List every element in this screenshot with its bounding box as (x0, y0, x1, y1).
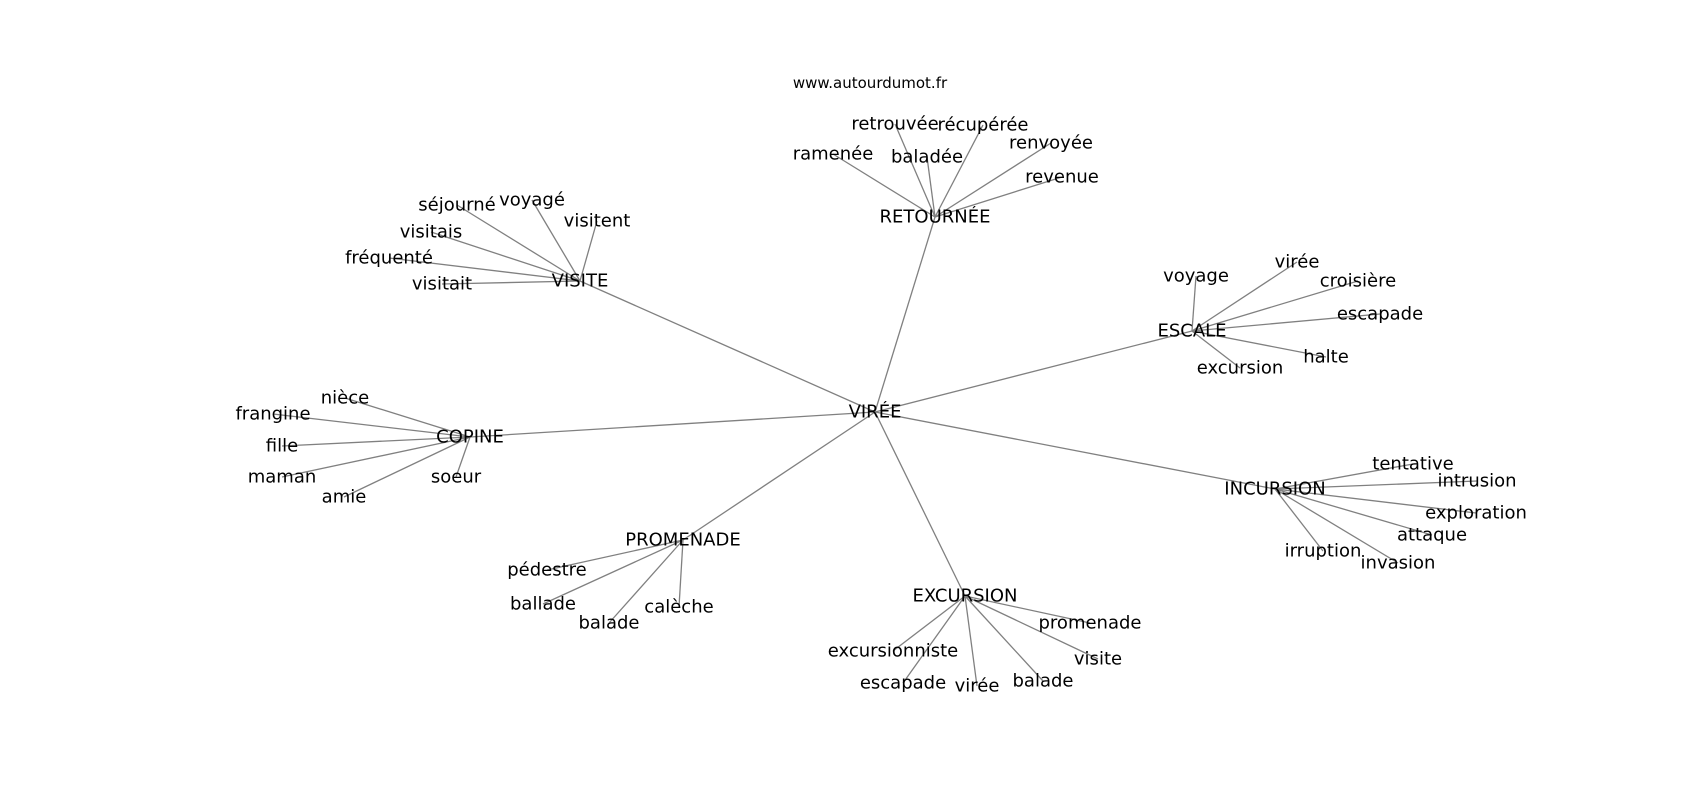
edge-copine-4 (343, 436, 471, 498)
leaf-node-copine-4[interactable]: amie (322, 487, 367, 508)
leaf-node-incursion-5[interactable]: irruption (1285, 541, 1362, 562)
leaf-node-copine-1[interactable]: frangine (235, 404, 310, 425)
edge-copine-5 (455, 436, 471, 478)
edge-center-visite (579, 280, 876, 413)
edges-layer (272, 123, 1478, 687)
edge-retournee-4 (934, 142, 1052, 218)
edge-excursion-3 (964, 595, 978, 687)
edge-visite-3 (430, 231, 581, 282)
leaf-node-incursion-2[interactable]: exploration (1425, 503, 1527, 524)
leaf-node-retournee-4[interactable]: renvoyée (1009, 133, 1093, 154)
edge-escale-0 (1191, 275, 1197, 332)
leaf-node-escale-4[interactable]: halte (1303, 347, 1349, 368)
leaf-node-escale-3[interactable]: escapade (1337, 304, 1423, 325)
leaf-node-copine-2[interactable]: fille (266, 436, 298, 457)
edge-escale-3 (1191, 313, 1381, 332)
edge-excursion-0 (964, 595, 1091, 624)
edge-escale-1 (1191, 261, 1298, 332)
edge-excursion-4 (902, 595, 966, 684)
leaf-node-escale-1[interactable]: virée (1275, 252, 1320, 273)
leaf-node-visite-0[interactable]: séjourné (418, 195, 495, 216)
hub-node-copine[interactable]: COPINE (436, 427, 504, 448)
leaf-node-copine-3[interactable]: maman (248, 467, 317, 488)
edge-center-promenade (682, 411, 876, 541)
leaf-node-excursion-1[interactable]: visite (1074, 649, 1122, 670)
leaf-node-retournee-2[interactable]: baladée (891, 147, 963, 168)
leaf-node-incursion-4[interactable]: invasion (1361, 553, 1436, 574)
hub-node-escale[interactable]: ESCALE (1157, 321, 1226, 342)
leaf-node-promenade-0[interactable]: pédestre (507, 560, 587, 581)
labels-layer: VIRÉE RETOURNÉE ramenée retrouvée baladée réc… (235, 114, 1526, 697)
leaf-node-escale-0[interactable]: voyage (1163, 266, 1229, 287)
edge-excursion-1 (964, 595, 1099, 660)
edge-retournee-3 (934, 124, 984, 218)
leaf-node-escale-5[interactable]: excursion (1197, 358, 1284, 379)
leaf-node-visite-4[interactable]: fréquenté (345, 248, 433, 269)
hub-node-visite[interactable]: VISITE (552, 271, 609, 292)
hub-node-excursion[interactable]: EXCURSION (912, 586, 1017, 607)
leaf-node-excursion-3[interactable]: virée (955, 676, 1000, 697)
edge-retournee-2 (926, 156, 936, 218)
leaf-node-excursion-4[interactable]: escapade (860, 673, 946, 694)
leaf-node-copine-0[interactable]: nièce (321, 388, 369, 409)
edge-copine-1 (272, 413, 471, 438)
edge-excursion-2 (964, 595, 1044, 682)
edge-escale-5 (1191, 330, 1241, 369)
edge-visite-1 (531, 199, 581, 282)
center-node-viree[interactable]: VIRÉE (849, 401, 902, 423)
edge-visite-5 (441, 280, 581, 285)
edge-promenade-1 (542, 539, 684, 605)
edge-copine-2 (281, 436, 471, 447)
leaf-node-visite-1[interactable]: voyagé (499, 190, 565, 211)
leaf-node-visite-2[interactable]: visitent (564, 211, 631, 232)
leaf-node-visite-3[interactable]: visitais (400, 222, 463, 243)
edge-visite-4 (388, 257, 581, 282)
leaf-node-retournee-5[interactable]: revenue (1025, 167, 1099, 188)
leaf-node-incursion-0[interactable]: tentative (1372, 454, 1453, 475)
leaf-node-promenade-3[interactable]: calèche (644, 597, 713, 618)
leaf-node-excursion-0[interactable]: promenade (1039, 613, 1142, 634)
leaf-node-copine-5[interactable]: soeur (431, 467, 482, 488)
edge-promenade-0 (546, 539, 684, 571)
hub-node-incursion[interactable]: INCURSION (1224, 479, 1325, 500)
edge-retournee-0 (832, 153, 936, 218)
edge-incursion-1 (1274, 480, 1478, 490)
edge-copine-3 (281, 436, 471, 478)
leaf-node-promenade-2[interactable]: balade (579, 613, 640, 634)
leaf-node-excursion-5[interactable]: excursionniste (828, 641, 959, 662)
edge-incursion-2 (1274, 488, 1477, 514)
edge-promenade-2 (608, 539, 684, 624)
edge-incursion-3 (1274, 488, 1433, 536)
edge-copine-0 (344, 397, 471, 438)
leaf-node-visite-5[interactable]: visitait (412, 274, 472, 295)
leaf-node-excursion-2[interactable]: balade (1013, 671, 1074, 692)
edge-center-escale (874, 330, 1193, 413)
edge-center-incursion (874, 411, 1276, 490)
edge-escale-4 (1191, 330, 1327, 358)
hub-node-retournee[interactable]: RETOURNÉE (880, 206, 991, 228)
edge-retournee-1 (894, 123, 936, 218)
edge-incursion-4 (1274, 488, 1399, 564)
edge-center-excursion (874, 411, 966, 597)
source-url-text: www.autourdumot.fr (793, 74, 948, 92)
edge-excursion-5 (892, 595, 966, 652)
hub-node-promenade[interactable]: PROMENADE (625, 530, 740, 551)
leaf-node-incursion-3[interactable]: attaque (1397, 525, 1467, 546)
edge-promenade-3 (678, 539, 684, 608)
edge-center-retournee (874, 216, 936, 413)
edge-visite-0 (456, 204, 581, 282)
leaf-node-retournee-1[interactable]: retrouvée (851, 114, 938, 135)
leaf-node-retournee-3[interactable]: récupérée (937, 115, 1028, 136)
leaf-node-escale-2[interactable]: croisière (1320, 271, 1396, 292)
edge-retournee-5 (934, 176, 1063, 218)
leaf-node-promenade-1[interactable]: ballade (510, 594, 576, 615)
leaf-node-retournee-0[interactable]: ramenée (793, 144, 874, 165)
edge-escale-2 (1191, 280, 1359, 332)
edge-incursion-5 (1274, 488, 1324, 552)
leaf-node-incursion-1[interactable]: intrusion (1437, 471, 1516, 492)
edge-incursion-0 (1274, 463, 1414, 490)
edge-visite-2 (579, 220, 598, 282)
edge-center-copine (469, 411, 876, 438)
